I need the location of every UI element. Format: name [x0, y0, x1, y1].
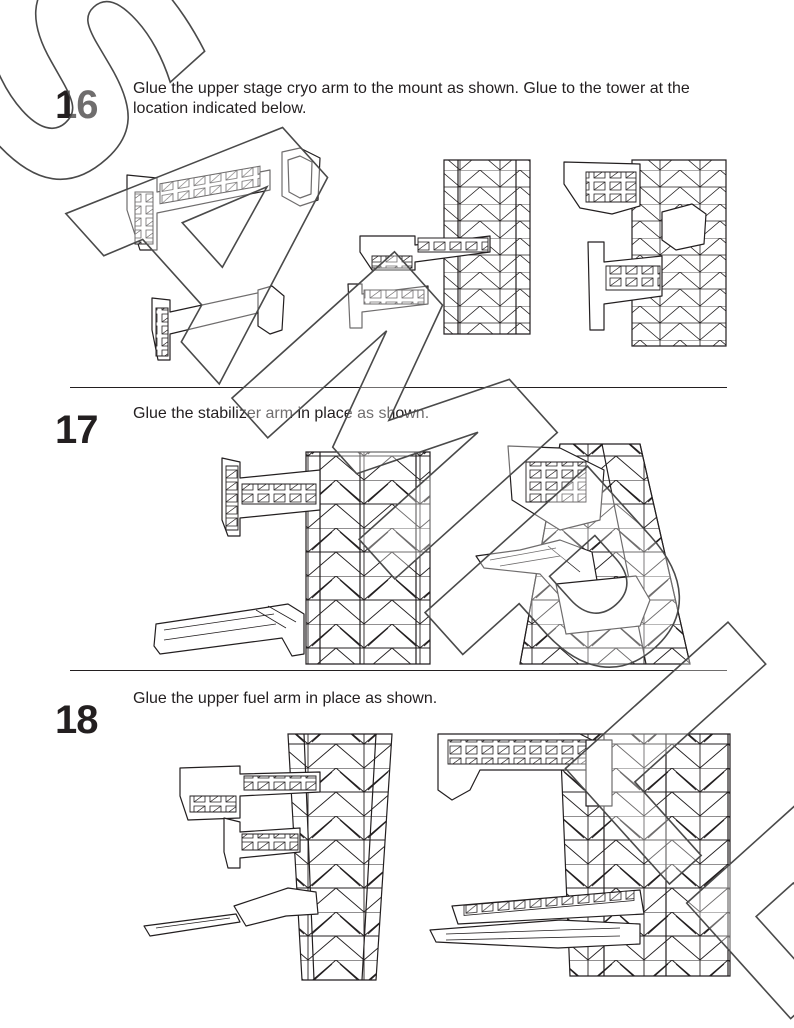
- step-number-16: 16: [55, 83, 98, 127]
- step18-closeup-illustration: [430, 734, 730, 976]
- section-divider: [70, 387, 727, 388]
- step17-tower-illustration: [154, 452, 430, 664]
- step16-parts-illustration: [127, 148, 320, 360]
- step16-tower-illustration: [348, 160, 530, 334]
- step-instruction-18: Glue the upper fuel arm in place as show…: [133, 690, 438, 707]
- step-instruction-16: Glue the upper stage cryo arm to the mou…: [133, 80, 690, 117]
- section-divider: [70, 670, 727, 671]
- step-number-18: 18: [55, 698, 98, 742]
- step16-closeup-illustration: [564, 160, 726, 346]
- step17-closeup-illustration: [476, 444, 690, 664]
- step-number-17: 17: [55, 408, 98, 452]
- step18-tower-illustration: [144, 734, 392, 980]
- step-instruction-17: Glue the stabilizer arm in place as show…: [133, 405, 430, 422]
